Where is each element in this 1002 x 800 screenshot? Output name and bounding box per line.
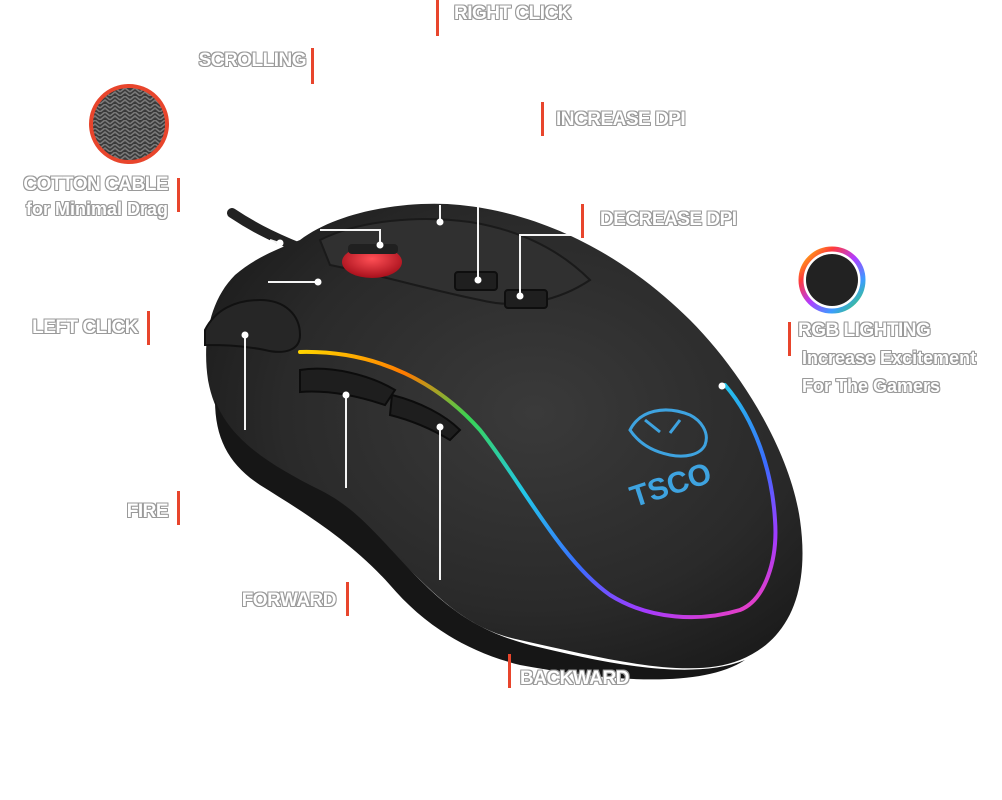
dpi-down-button [504, 289, 548, 309]
fire-accent [177, 491, 180, 525]
label-backward: BACKWARD [520, 668, 629, 689]
label-right-click: RIGHT CLICK [454, 3, 571, 24]
rgb-light-strip [298, 349, 778, 620]
increase-dpi-accent [541, 102, 544, 136]
mouse-cable [227, 208, 305, 253]
backward-accent [508, 654, 511, 688]
label-decrease-dpi: DECREASE DPI [600, 209, 737, 230]
cotton-cable-accent [177, 178, 180, 212]
label-increase-dpi: INCREASE DPI [556, 109, 686, 130]
left-click-accent [147, 311, 150, 345]
rgb-lighting-accent [788, 322, 791, 356]
label-fire: FIRE [126, 501, 169, 522]
rgb-ring-icon [798, 246, 866, 314]
label-left-click: LEFT CLICK [32, 317, 138, 338]
label-rgb-sub-2: For The Gamers [802, 376, 941, 396]
forward-accent [346, 582, 349, 616]
label-scrolling: SCROLLING [198, 50, 307, 71]
mouse-body [206, 203, 803, 669]
label-cotton-cable-sub: for Minimal Drag [25, 199, 168, 219]
brand-logo [628, 408, 708, 458]
label-cotton-cable: COTTON CABLE [23, 174, 168, 195]
decrease-dpi-accent [581, 204, 584, 238]
label-forward: FORWARD [241, 590, 337, 611]
label-rgb-lighting: RGB LIGHTING [798, 320, 931, 341]
label-rgb-sub-1: Increase Excitement [802, 348, 977, 368]
scrolling-accent [311, 48, 314, 84]
braided-cable-icon [89, 84, 169, 164]
forward-button-shape [299, 367, 397, 407]
right-click-accent [436, 0, 439, 36]
